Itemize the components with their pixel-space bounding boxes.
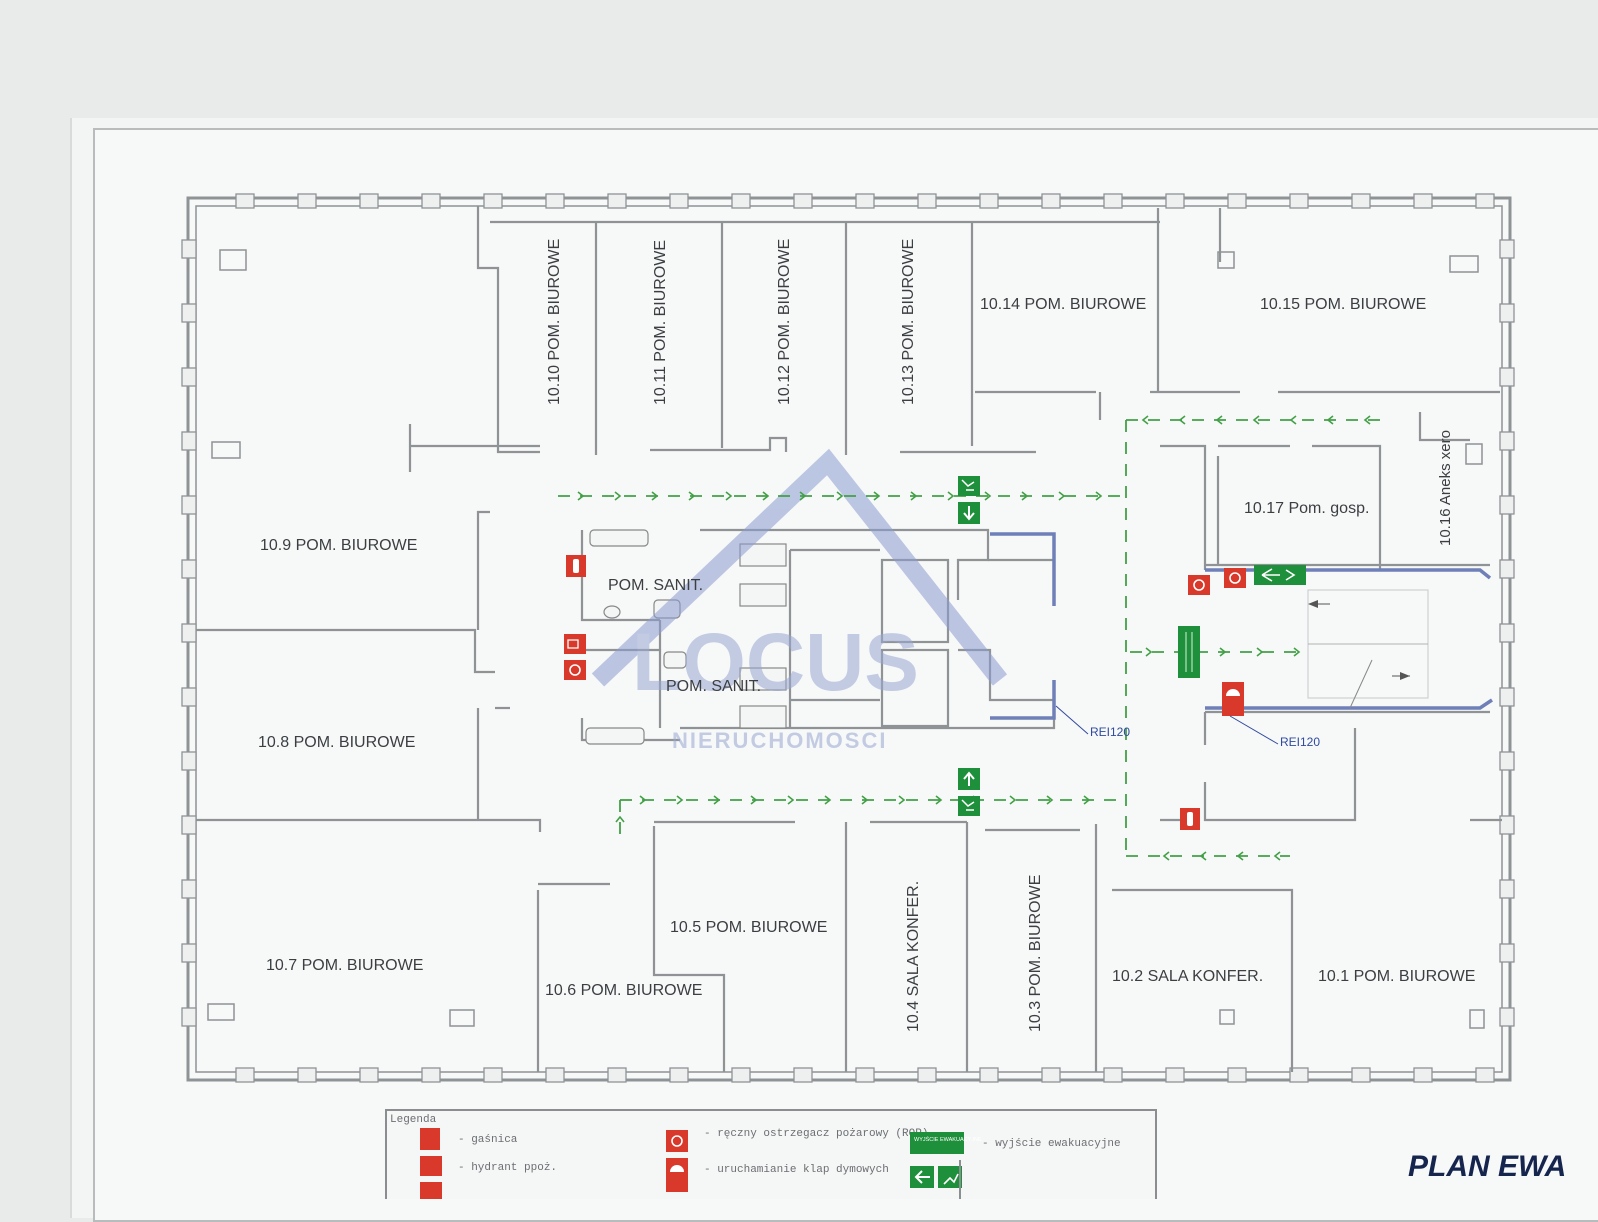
plan-title: PLAN EWA (1408, 1150, 1566, 1183)
legend-item-label: - wyjście ewakuacyjne (982, 1138, 1121, 1150)
shafts (207, 249, 1485, 1029)
facade-pilasters (181, 193, 1515, 1083)
legend-title: Legenda (390, 1114, 437, 1126)
fire-rating-right: REI120 (1280, 735, 1320, 749)
room-labels: 10.9 POM. BIUROWE 10.8 POM. BIUROWE 10.7… (258, 239, 1475, 1032)
room-label-10-2: 10.2 SALA KONFER. (1112, 968, 1263, 985)
exit-sign-icon (910, 1132, 964, 1154)
room-label-sanit-upper: POM. SANIT. (608, 577, 703, 594)
safety-signs (564, 476, 1306, 830)
exit-sign-text: WYJŚCIE EWAKUACYJNE (914, 1135, 982, 1143)
room-label-10-4: 10.4 SALA KONFER. (905, 881, 922, 1032)
extinguisher-icon (1180, 808, 1200, 830)
exit-sign-icon (1178, 626, 1200, 678)
room-label-10-16: 10.16 Aneks xero (1437, 430, 1454, 546)
watermark-logo-text: LOCUS (632, 617, 919, 708)
sanitary-fixtures (585, 529, 787, 745)
legend-item-label: - uruchamianie klap dymowych (704, 1164, 889, 1176)
room-label-10-8: 10.8 POM. BIUROWE (258, 734, 415, 751)
legend: Legenda - gaśnica - hydrant ppoż. - ręcz… (385, 1109, 1157, 1199)
legend-item-label: - ręczny ostrzegacz pożarowy (ROP) (704, 1128, 928, 1140)
room-label-10-11: 10.11 POM. BIUROWE (652, 240, 669, 405)
room-label-10-6: 10.6 POM. BIUROWE (545, 982, 702, 999)
room-label-10-1: 10.1 POM. BIUROWE (1318, 968, 1475, 985)
exit-sign-icon (1254, 565, 1306, 585)
call-point-icon (564, 660, 586, 680)
room-label-sanit-lower: POM. SANIT. (666, 678, 761, 695)
room-label-10-12: 10.12 POM. BIUROWE (776, 239, 793, 405)
legend-item-label: - gaśnica (458, 1134, 518, 1146)
room-label-10-14: 10.14 POM. BIUROWE (980, 296, 1146, 313)
room-label-10-9: 10.9 POM. BIUROWE (260, 537, 417, 554)
watermark-tagline: NIERUCHOMOSCI (672, 728, 887, 753)
interior-walls (196, 206, 1502, 1072)
room-label-10-10: 10.10 POM. BIUROWE (546, 239, 563, 405)
smoke-vent-icon (1222, 682, 1244, 716)
room-label-10-13: 10.13 POM. BIUROWE (900, 239, 917, 405)
room-label-10-3: 10.3 POM. BIUROWE (1027, 875, 1044, 1032)
call-point-icon (1188, 575, 1210, 595)
room-label-10-17: 10.17 Pom. gosp. (1244, 500, 1369, 517)
exit-sign-icon (958, 476, 980, 524)
watermark-logo: LOCUS NIERUCHOMOSCI (591, 448, 1008, 753)
evacuation-routes (558, 419, 1390, 857)
extinguisher-icon (420, 1128, 440, 1150)
smoke-vent-icon (666, 1158, 688, 1192)
staircase (1307, 589, 1429, 709)
call-point-icon (666, 1130, 688, 1152)
extinguisher-icon (566, 555, 586, 577)
exit-sign-icon (958, 768, 980, 816)
legend-item-label: - hydrant ppoż. (458, 1162, 557, 1174)
fire-rating-left: REI120 (1090, 725, 1130, 739)
room-label-10-5: 10.5 POM. BIUROWE (670, 919, 827, 936)
smoke-vent-icon (420, 1182, 442, 1199)
room-label-10-7: 10.7 POM. BIUROWE (266, 957, 423, 974)
hydrant-icon (564, 634, 586, 654)
room-label-10-15: 10.15 POM. BIUROWE (1260, 296, 1426, 313)
call-point-icon (1224, 568, 1246, 588)
hydrant-icon (420, 1156, 442, 1176)
